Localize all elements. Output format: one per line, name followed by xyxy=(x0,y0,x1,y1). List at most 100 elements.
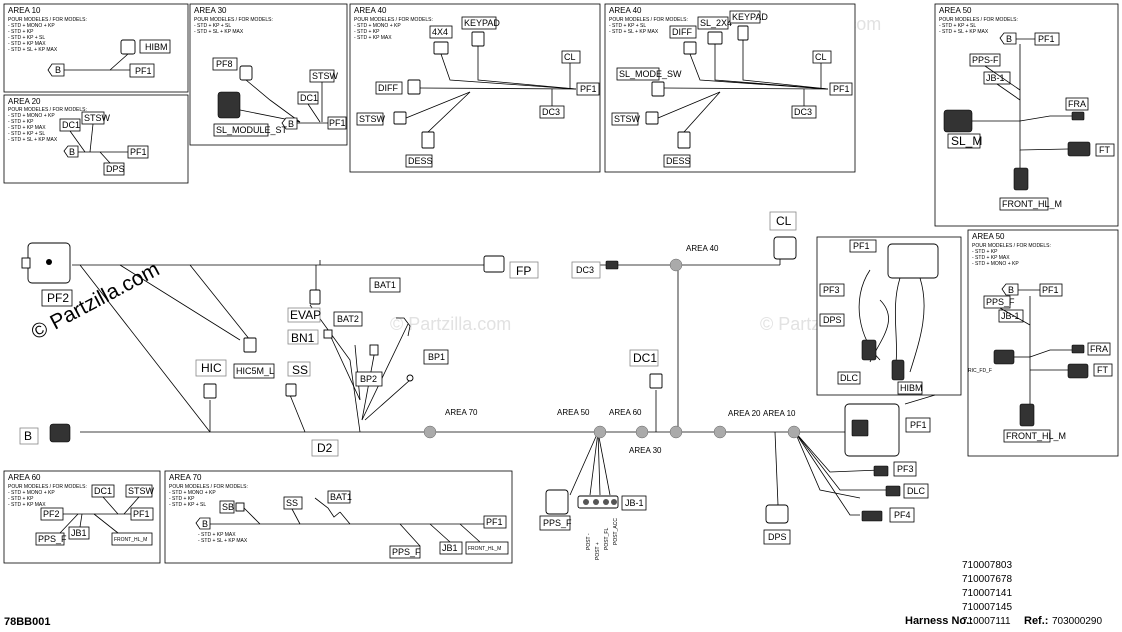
pf1-label: PF1 xyxy=(329,118,346,128)
b-label: B xyxy=(288,119,294,129)
fp-connector-icon xyxy=(483,255,505,273)
bat1-label: BAT1 xyxy=(374,280,396,290)
pps-f-label: PPS_F xyxy=(543,518,572,528)
bn1-terminal-icon xyxy=(323,329,333,339)
hibm-tag xyxy=(139,39,171,54)
post-terminal xyxy=(583,499,589,505)
area-marker-10 xyxy=(787,425,801,439)
ss-connector-icon xyxy=(285,383,297,397)
dps-label: DPS xyxy=(768,532,787,542)
model-line: - STD + KP + SL xyxy=(8,35,45,41)
cl-label: CL xyxy=(776,214,792,228)
pf2-label: PF2 xyxy=(43,509,60,519)
evap-connector-icon xyxy=(309,289,321,305)
front-hl-m-label: FRONT_HL_M xyxy=(1006,431,1066,441)
4x4-label: 4X4 xyxy=(432,27,448,37)
hic5m-connector-icon xyxy=(243,337,257,353)
model-line: - STD + KP xyxy=(169,496,195,502)
inset-wire-bundle xyxy=(858,269,925,373)
post-label: POST - xyxy=(586,533,592,550)
model-line: - STD + KP MAX xyxy=(8,41,46,47)
stsw-label: STSW xyxy=(614,114,641,124)
model-line: - STD + SL + KP MAX xyxy=(8,137,58,143)
panel-area-40-a: AREA 40 POUR MODELES / FOR MODELS: - STD… xyxy=(349,3,601,173)
pf1-latch xyxy=(851,419,869,437)
b-label: B xyxy=(1008,285,1014,295)
fra-label: FRA xyxy=(1068,99,1086,109)
models-header: POUR MODELES / FOR MODELS: xyxy=(8,107,87,113)
dlc-label: DLC xyxy=(907,486,926,496)
area-marker-50 xyxy=(593,425,607,439)
b-label: B xyxy=(1006,34,1012,44)
panel-title: AREA 30 xyxy=(194,6,227,15)
keypad-label: KEYPAD xyxy=(732,12,768,22)
models-header: POUR MODELES / FOR MODELS: xyxy=(8,17,87,23)
pf1-inset: PF1 PF3 DPS DLC HIBM xyxy=(816,236,962,405)
inset-pf3-label: PF3 xyxy=(823,285,840,295)
post-label: POST + xyxy=(595,542,601,560)
harness-number: 710007803 xyxy=(962,560,1012,571)
stsw-label: STSW xyxy=(312,71,339,81)
pf1-tag xyxy=(129,63,155,78)
harness-number: 710007141 xyxy=(962,588,1012,599)
pps-f-label: PPS_F xyxy=(986,297,1015,307)
inset-hibm-label: HIBM xyxy=(900,383,923,393)
sl-m-label: SL_M xyxy=(951,134,982,148)
model-line: - STD + SL + KP MAX xyxy=(609,29,659,35)
pf4-label: PF4 xyxy=(894,510,911,520)
d2-label: D2 xyxy=(317,441,333,455)
pf4-connector-icon xyxy=(861,510,883,522)
dc1-label: DC1 xyxy=(94,486,112,496)
cl-label: CL xyxy=(815,52,827,62)
models-header: POUR MODELES / FOR MODELS: xyxy=(169,484,248,490)
model-line: - STD + KP + SL xyxy=(609,23,646,29)
models-header: POUR MODELES / FOR MODELS: xyxy=(354,17,433,23)
ss-label: SS xyxy=(286,498,298,508)
pf1-label: PF1 xyxy=(135,66,152,76)
hic-connector-icon xyxy=(203,383,217,399)
model-line: - STD + SL + KP MAX xyxy=(194,29,244,35)
model-line: - STD + SL + KP MAX xyxy=(939,29,989,35)
panel-title: AREA 50 xyxy=(972,232,1005,241)
cl-label: CL xyxy=(564,52,576,62)
bp2-label: BP2 xyxy=(360,374,377,384)
inset-dps-label: DPS xyxy=(823,315,842,325)
bat2-label: BAT2 xyxy=(337,314,359,324)
sl-mode-sw-label: SL_MODE_SW xyxy=(619,69,682,79)
model-line: - STD + KP + SL xyxy=(939,23,976,29)
ft-label: FT xyxy=(1099,145,1110,155)
pf1-label: PF1 xyxy=(910,420,927,430)
models-header: POUR MODELES / FOR MODELS: xyxy=(939,17,1018,23)
harness-number: 710007111 xyxy=(962,616,1011,627)
area-70-label: AREA 70 xyxy=(445,408,478,417)
panel-area-40-b: AREA 40 POUR MODELES / FOR MODELS: - STD… xyxy=(604,3,856,173)
model-line: - STD + KP + SL xyxy=(169,502,206,508)
sb-label: SB xyxy=(222,502,234,512)
front-hl-m-label: FRONT_HL_M xyxy=(114,537,147,543)
post-terminal xyxy=(593,499,599,505)
hibm-connector-icon xyxy=(120,39,136,55)
bn1-label: BN1 xyxy=(291,331,315,345)
post-terminal xyxy=(611,499,617,505)
pps-f-label: PPS_F xyxy=(392,547,421,557)
model-line: - STD + KP + SL xyxy=(194,23,231,29)
panel-area-50-a: AREA 50 POUR MODELES / FOR MODELS: - STD… xyxy=(934,3,1119,227)
bat1-label: BAT1 xyxy=(330,492,352,502)
area-marker-20 xyxy=(713,425,727,439)
harness-label: Harness No.: xyxy=(905,615,973,627)
pps-f-label: PPS-F xyxy=(972,55,999,65)
fra-label: FRA xyxy=(1090,344,1108,354)
area-60-label: AREA 60 xyxy=(609,408,642,417)
model-line: - STD + KP MAX xyxy=(354,35,392,41)
ref-value: 703000290 xyxy=(1052,616,1102,627)
model-line: - STD + KP MAX xyxy=(8,125,46,131)
models-header: POUR MODELES / FOR MODELS: xyxy=(194,17,273,23)
dc1-label: DC1 xyxy=(300,93,318,103)
harness-number: 710007145 xyxy=(962,602,1012,613)
pf2-latch xyxy=(21,257,31,269)
harness-number: 710007678 xyxy=(962,574,1012,585)
dc1-connector-icon xyxy=(649,373,663,389)
bat1-terminal-icon xyxy=(396,317,411,337)
model-line: - STD + MONO + KP xyxy=(8,23,55,29)
